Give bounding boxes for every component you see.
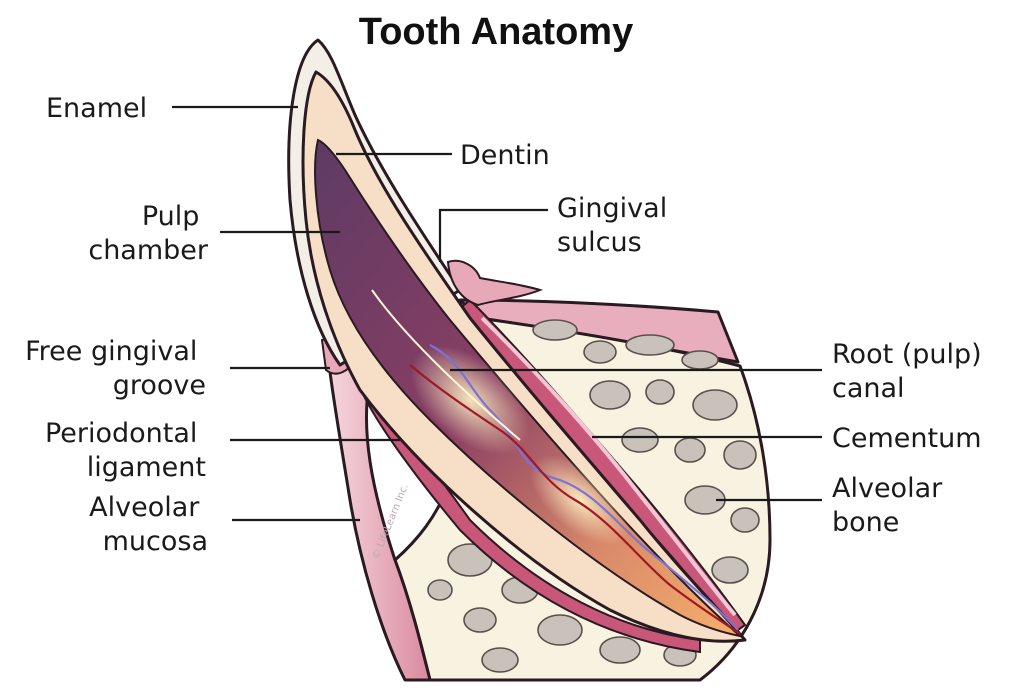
label-cementum: Cementum	[832, 423, 982, 454]
label-alveolar-bone: Alveolar bone	[832, 473, 951, 538]
label-periodontal-ligament: Periodontal ligament	[45, 418, 206, 483]
label-enamel: Enamel	[46, 93, 147, 124]
label-free-gingival-groove: Free gingival groove	[25, 336, 206, 401]
leader-gingival-sulcus	[438, 208, 548, 262]
label-dentin: Dentin	[460, 140, 550, 171]
diagram-title: Tooth Anatomy	[359, 11, 633, 53]
label-alveolar-mucosa: Alveolar mucosa	[89, 492, 208, 557]
labels: Enamel Dentin Pulp chamber Gingival sulc…	[25, 93, 990, 557]
label-root-canal: Root (pulp) canal	[832, 339, 990, 404]
label-pulp-chamber: Pulp chamber	[88, 201, 209, 266]
label-gingival-sulcus: Gingival sulcus	[557, 193, 676, 258]
tooth	[287, 38, 747, 643]
gingival-papilla	[446, 259, 544, 307]
leader-lines	[172, 105, 822, 522]
